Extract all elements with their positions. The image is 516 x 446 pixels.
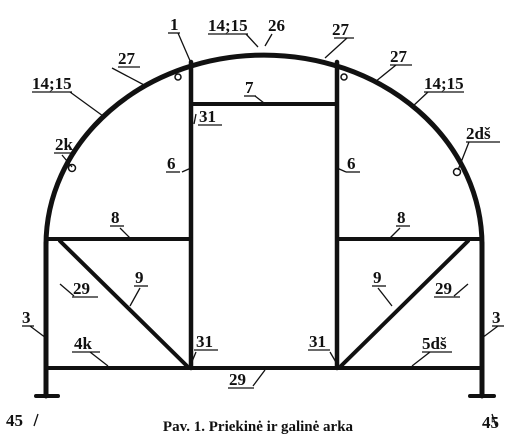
label-4k: 4k bbox=[74, 334, 93, 353]
label-29-bottom: 29 bbox=[229, 370, 246, 389]
label-45-left: 45 bbox=[6, 411, 23, 430]
label-26: 26 bbox=[268, 16, 285, 35]
label-2k: 2k bbox=[55, 135, 74, 154]
leader-lines bbox=[29, 32, 499, 427]
brace-9-left bbox=[58, 239, 189, 368]
label-27-right: 27 bbox=[390, 47, 408, 66]
label-31-top: 31 bbox=[199, 107, 216, 126]
arch-curve bbox=[43, 52, 485, 248]
connector-ring bbox=[452, 167, 462, 177]
label-14-15-right: 14;15 bbox=[424, 74, 464, 93]
figure-caption: Pav. 1. Priekinė ir galinė arka bbox=[163, 419, 354, 435]
label-9-right: 9 bbox=[373, 268, 382, 287]
label-27-center: 27 bbox=[332, 20, 350, 39]
brace-9-right bbox=[339, 239, 470, 368]
label-7: 7 bbox=[245, 78, 254, 97]
label-45-right: 45 bbox=[482, 413, 499, 432]
label-6-right: 6 bbox=[347, 154, 356, 173]
connector-ring bbox=[67, 163, 77, 173]
connector-ring bbox=[174, 73, 182, 81]
label-9-left: 9 bbox=[135, 268, 144, 287]
label-6-left: 6 bbox=[167, 154, 176, 173]
label-31-right: 31 bbox=[309, 332, 326, 351]
label-3-left: 3 bbox=[22, 308, 31, 327]
label-underlines bbox=[22, 32, 504, 389]
label-1: 1 bbox=[170, 15, 179, 34]
label-29-right: 29 bbox=[435, 279, 452, 298]
label-27-left: 27 bbox=[118, 49, 136, 68]
connector-ring bbox=[340, 73, 348, 81]
label-3-right: 3 bbox=[492, 308, 501, 327]
label-14-15-center: 14;15 bbox=[208, 16, 248, 35]
label-5ds: 5dš bbox=[422, 334, 447, 353]
label-2ds: 2dš bbox=[466, 124, 491, 143]
label-8-left: 8 bbox=[111, 208, 120, 227]
label-29-left: 29 bbox=[73, 279, 90, 298]
label-14-15-left: 14;15 bbox=[32, 74, 72, 93]
label-8-right: 8 bbox=[397, 208, 406, 227]
label-31-left: 31 bbox=[196, 332, 213, 351]
